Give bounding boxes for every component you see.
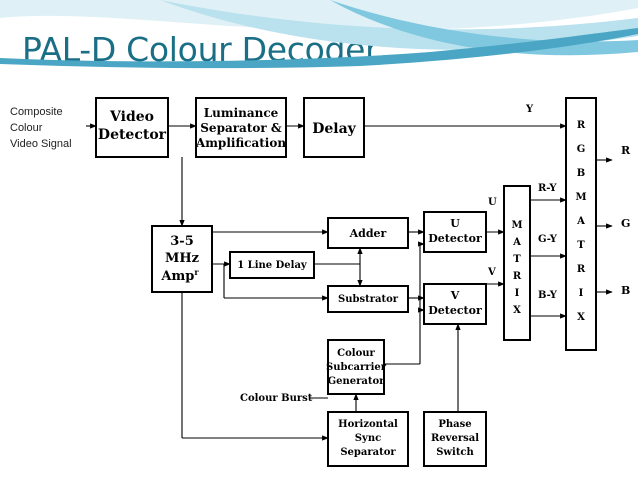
matrix-letter: A — [512, 237, 521, 248]
output-r-label: R — [621, 144, 631, 157]
u-detector-block — [423, 211, 487, 253]
video-detector-block — [95, 97, 169, 158]
signal-labels: Y U V R-Y G-Y B-Y R G B Colour Burst — [240, 104, 631, 404]
signal-ry-label: R-Y — [538, 183, 557, 194]
rgb-matrix-letter: I — [579, 288, 584, 299]
phase-reversal-block — [423, 411, 487, 467]
rgb-matrix-letter: R — [577, 120, 586, 131]
signal-by-label: B-Y — [538, 290, 558, 301]
matrix-letter: I — [515, 288, 520, 299]
horizontal-sync-block — [327, 411, 409, 467]
adder-block — [327, 217, 409, 249]
matrix-letter: T — [513, 254, 521, 265]
header-swoosh-decoration — [0, 0, 638, 69]
phase-reversal-label: Switch — [436, 447, 474, 458]
output-g-label: G — [621, 217, 630, 230]
delay-label: Delay — [312, 121, 356, 137]
input-label-line: Composite — [10, 106, 63, 118]
phase-reversal-label: Phase — [438, 419, 471, 430]
signal-v-label: V — [487, 267, 496, 278]
hsync-label: Horizontal — [338, 419, 398, 430]
subcarrier-label: Generator — [328, 376, 386, 387]
v-detector-label: Detector — [428, 304, 482, 317]
rgb-matrix-letter: X — [577, 312, 585, 323]
input-label-line: Video Signal — [10, 138, 72, 150]
amp-block — [151, 225, 213, 293]
u-detector-label: Detector — [428, 232, 482, 245]
amp-label: Ampr — [160, 267, 199, 284]
signal-gy-label: G-Y — [538, 234, 558, 245]
output-b-label: B — [621, 284, 630, 297]
subcarrier-label: Subcarrier — [326, 362, 387, 373]
colour-burst-label: Colour Burst — [240, 393, 313, 404]
matrix-letter: X — [513, 305, 521, 316]
luminance-label: Amplification — [195, 136, 286, 150]
rgb-matrix-letter: B — [577, 168, 585, 179]
v-detector-block — [423, 283, 487, 325]
subcarrier-label: Colour — [337, 348, 375, 359]
substrator-block — [327, 285, 409, 313]
luminance-label: Separator & — [200, 121, 282, 135]
colour-subcarrier-block — [327, 339, 385, 395]
rgb-matrix-letter: A — [576, 216, 585, 227]
hsync-label: Separator — [340, 447, 396, 458]
rgb-matrix-letter: T — [577, 240, 585, 251]
hsync-label: Sync — [355, 433, 381, 444]
rgb-matrix-letter: G — [577, 144, 586, 155]
video-detector-label: Detector — [98, 127, 167, 143]
rgb-matrix-letters: R G B M A T R I X — [575, 120, 586, 323]
matrix-letter: M — [511, 220, 522, 231]
video-detector-label: Video — [109, 109, 154, 125]
amp-label: MHz — [165, 251, 199, 266]
luminance-separator-block — [195, 97, 287, 158]
matrix-letter: R — [513, 271, 522, 282]
adder-label: Adder — [349, 227, 387, 240]
substrator-label: Substrator — [338, 294, 399, 305]
rgb-matrix-block — [565, 97, 597, 351]
phase-reversal-label: Reversal — [431, 433, 479, 444]
input-label-line: Colour — [10, 122, 43, 134]
rgb-matrix-letter: M — [575, 192, 586, 203]
rgb-matrix-letter: R — [577, 264, 586, 275]
signal-u-label: U — [488, 197, 497, 208]
matrix-block — [503, 185, 531, 341]
input-label: Composite Colour Video Signal — [10, 106, 72, 150]
u-detector-label: U — [450, 217, 460, 230]
delay-block — [303, 97, 365, 158]
line-delay-block — [229, 251, 315, 279]
signal-wires — [86, 123, 613, 441]
block-labels: Video Detector Luminance Separator & Amp… — [98, 106, 482, 458]
luminance-label: Luminance — [204, 106, 279, 120]
v-detector-label: V — [450, 289, 460, 302]
signal-y-label: Y — [525, 104, 534, 115]
line-delay-label: 1 Line Delay — [237, 260, 308, 271]
amp-label: 3-5 — [170, 234, 194, 249]
